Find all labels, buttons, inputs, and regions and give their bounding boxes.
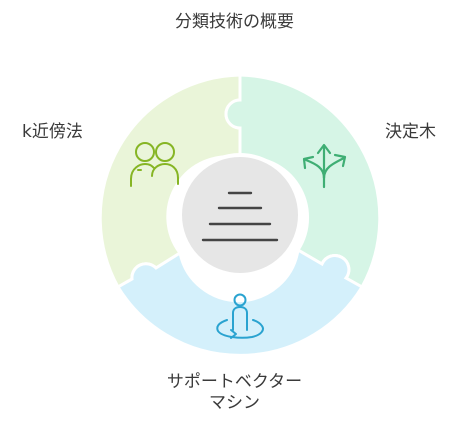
people-icon (130, 142, 179, 187)
segment-label-svm-line1: サポートベクター (166, 372, 303, 392)
lines-icon (201, 191, 279, 242)
segment-svm (115, 247, 365, 357)
diagram-title: 分類技術の概要 (175, 12, 294, 32)
center-circle (178, 153, 302, 277)
segment-label-decision-tree: 決定木 (385, 122, 436, 142)
branching-arrows-icon (302, 143, 347, 189)
person-orbit-icon (216, 293, 264, 339)
segment-label-svm-line2: マシン (209, 393, 260, 414)
segment-label-knn: k近傍法 (22, 122, 83, 142)
segment-label-svm: サポートベクター マシン (0, 372, 469, 415)
